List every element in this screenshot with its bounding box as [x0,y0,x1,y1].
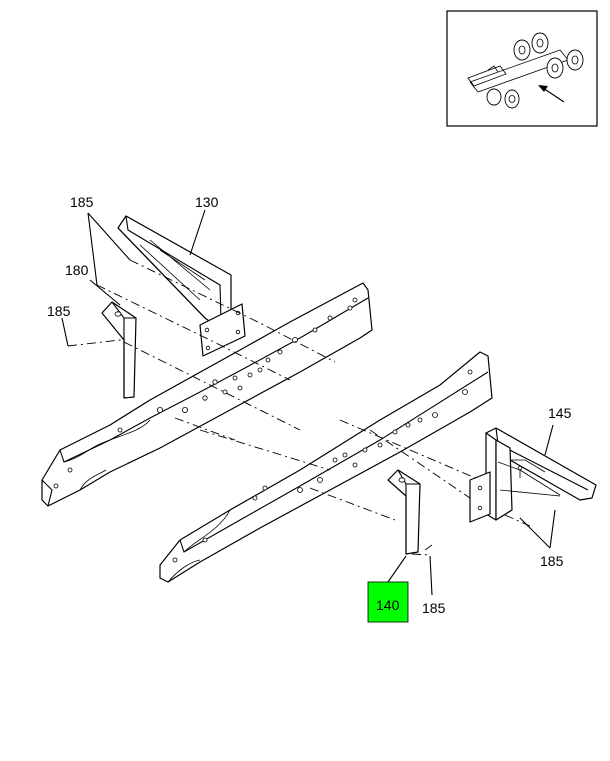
bracket-130 [117,215,246,357]
callout-140[interactable]: 140 [376,597,400,613]
bracket-140 [387,469,421,555]
bracket-145 [469,427,597,523]
locator-inset [446,10,598,127]
callout-185-top: 185 [70,194,94,210]
callout-leaders [61,209,556,596]
callout-labels: 185 130 180 185 145 185 140 185 [47,194,572,623]
bracket-180 [101,301,137,399]
callout-145: 145 [548,405,572,421]
truck-chassis-locator-icon [467,32,584,109]
callout-185-right: 185 [540,553,564,569]
callout-185-bottom: 185 [422,600,446,616]
callout-185-left: 185 [47,303,71,319]
right-frame-rail [159,351,493,583]
callout-180: 180 [65,262,89,278]
callout-130: 130 [195,194,219,210]
highlight-box [367,581,409,623]
